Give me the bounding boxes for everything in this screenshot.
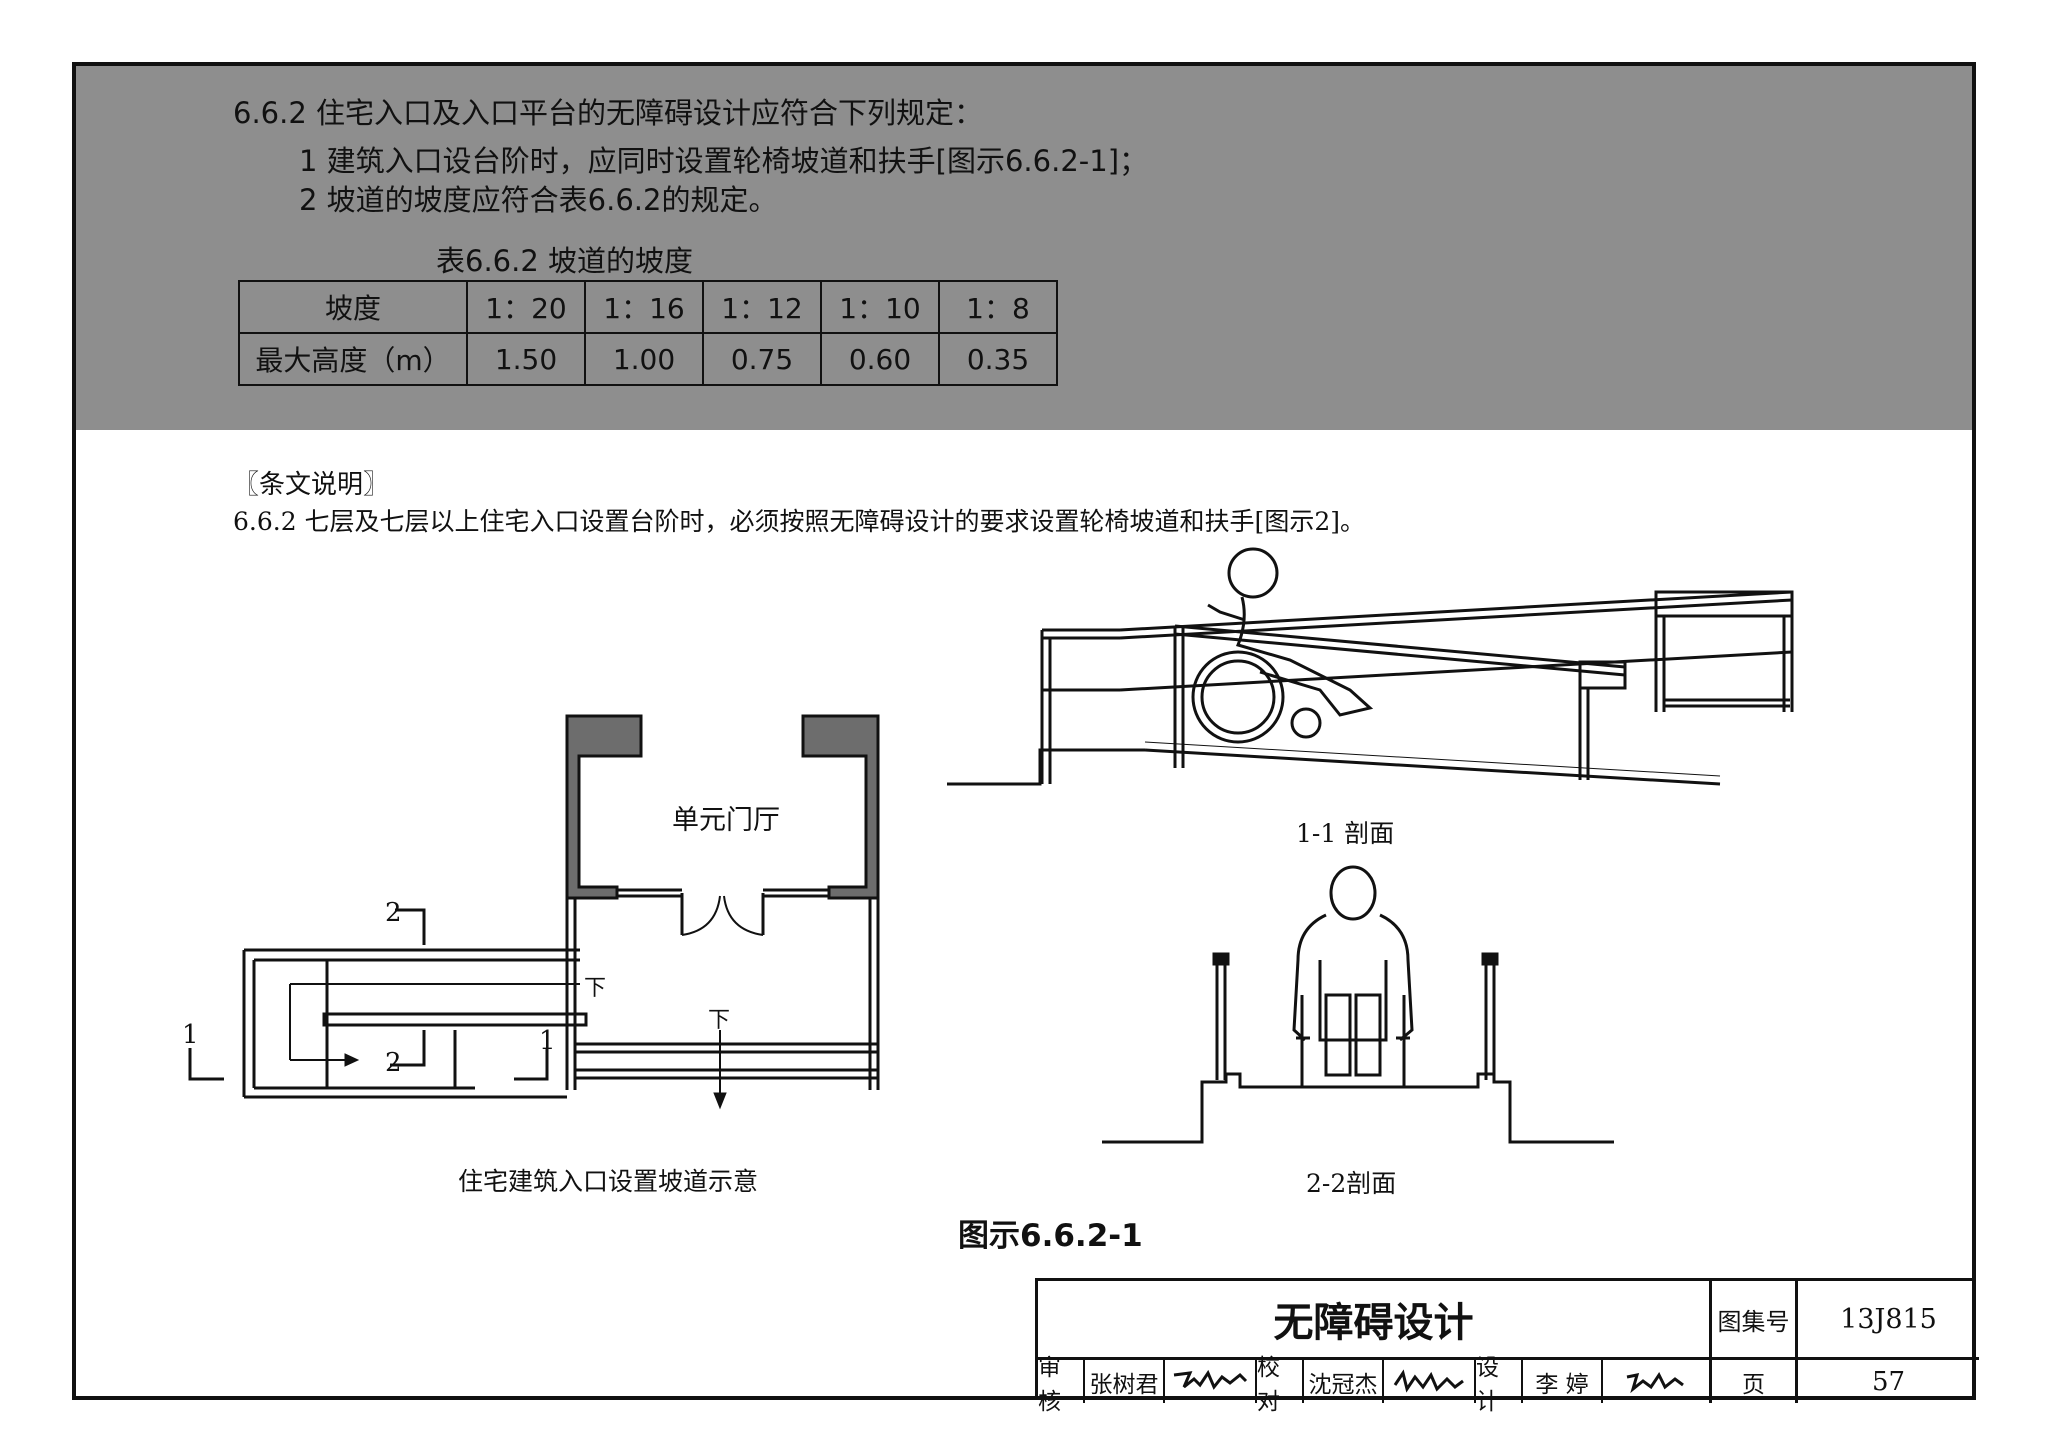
slope-cell: 1：10	[820, 280, 940, 334]
reviewer-signature	[1165, 1360, 1257, 1403]
down-label: 下	[584, 976, 607, 1001]
slope-cell: 1：20	[466, 280, 586, 334]
figure-title: 图示6.6.2-1	[958, 1218, 1143, 1254]
note-body: 6.6.2 七层及七层以上住宅入口设置台阶时，必须按照无障碍设计的要求设置轮椅坡…	[233, 507, 1365, 536]
title-block: 无障碍设计 图集号 13J815 审核 张树君 校对 沈冠杰 设计 李 婷 页 …	[1035, 1278, 1979, 1415]
design-label: 设计	[1476, 1355, 1523, 1415]
page-label: 页	[1712, 1360, 1798, 1403]
row-label-slope: 坡度	[238, 280, 468, 334]
checker-name: 沈冠杰	[1304, 1360, 1384, 1403]
section-2-2-caption: 2-2剖面	[1306, 1169, 1397, 1198]
height-cell: 0.75	[702, 332, 822, 386]
slope-table: 坡度 1：20 1：16 1：12 1：10 1：8 最大高度（m） 1.50 …	[238, 280, 1058, 386]
plan-caption: 住宅建筑入口设置坡道示意	[458, 1167, 759, 1196]
hall-label: 单元门厅	[672, 805, 780, 836]
drawing-title: 无障碍设计	[1038, 1281, 1712, 1360]
section-mark-2-bottom: 2	[385, 1048, 402, 1078]
table-title: 表6.6.2 坡道的坡度	[436, 244, 694, 278]
spec-heading: 6.6.2 住宅入口及入口平台的无障碍设计应符合下列规定：	[233, 96, 984, 130]
height-cell: 0.60	[820, 332, 940, 386]
check-label: 校对	[1257, 1355, 1304, 1415]
designer-name: 李 婷	[1523, 1360, 1603, 1403]
page-number: 57	[1871, 1366, 1906, 1397]
checker-signature	[1384, 1360, 1476, 1403]
atlas-number: 13J815	[1798, 1281, 1979, 1360]
height-cell: 1.00	[584, 332, 704, 386]
spec-item-1: 1 建筑入口设台阶时，应同时设置轮椅坡道和扶手[图示6.6.2-1]；	[299, 144, 1149, 178]
slope-cell: 1：12	[702, 280, 822, 334]
row-label-height: 最大高度（m）	[238, 332, 468, 386]
down-label: 下	[708, 1008, 731, 1033]
table-row: 最大高度（m） 1.50 1.00 0.75 0.60 0.35	[238, 332, 1058, 386]
slope-cell: 1：8	[938, 280, 1058, 334]
reviewer-name: 张树君	[1085, 1360, 1165, 1403]
review-label: 审核	[1038, 1355, 1085, 1415]
atlas-label: 图集号	[1712, 1281, 1798, 1360]
section-mark-1-left: 1	[182, 1020, 199, 1050]
designer-signature	[1603, 1360, 1712, 1403]
height-cell: 0.35	[938, 332, 1058, 386]
table-row: 坡度 1：20 1：16 1：12 1：10 1：8	[238, 280, 1058, 334]
section-1-1-caption: 1-1 剖面	[1296, 819, 1395, 848]
drawing-frame	[72, 62, 1976, 1400]
spec-item-2: 2 坡道的坡度应符合表6.6.2的规定。	[299, 183, 778, 217]
slope-cell: 1：16	[584, 280, 704, 334]
section-mark-2-top: 2	[385, 898, 402, 928]
height-cell: 1.50	[466, 332, 586, 386]
section-mark-1-right: 1	[539, 1026, 556, 1056]
note-title: 〖条文说明〗	[233, 470, 390, 500]
